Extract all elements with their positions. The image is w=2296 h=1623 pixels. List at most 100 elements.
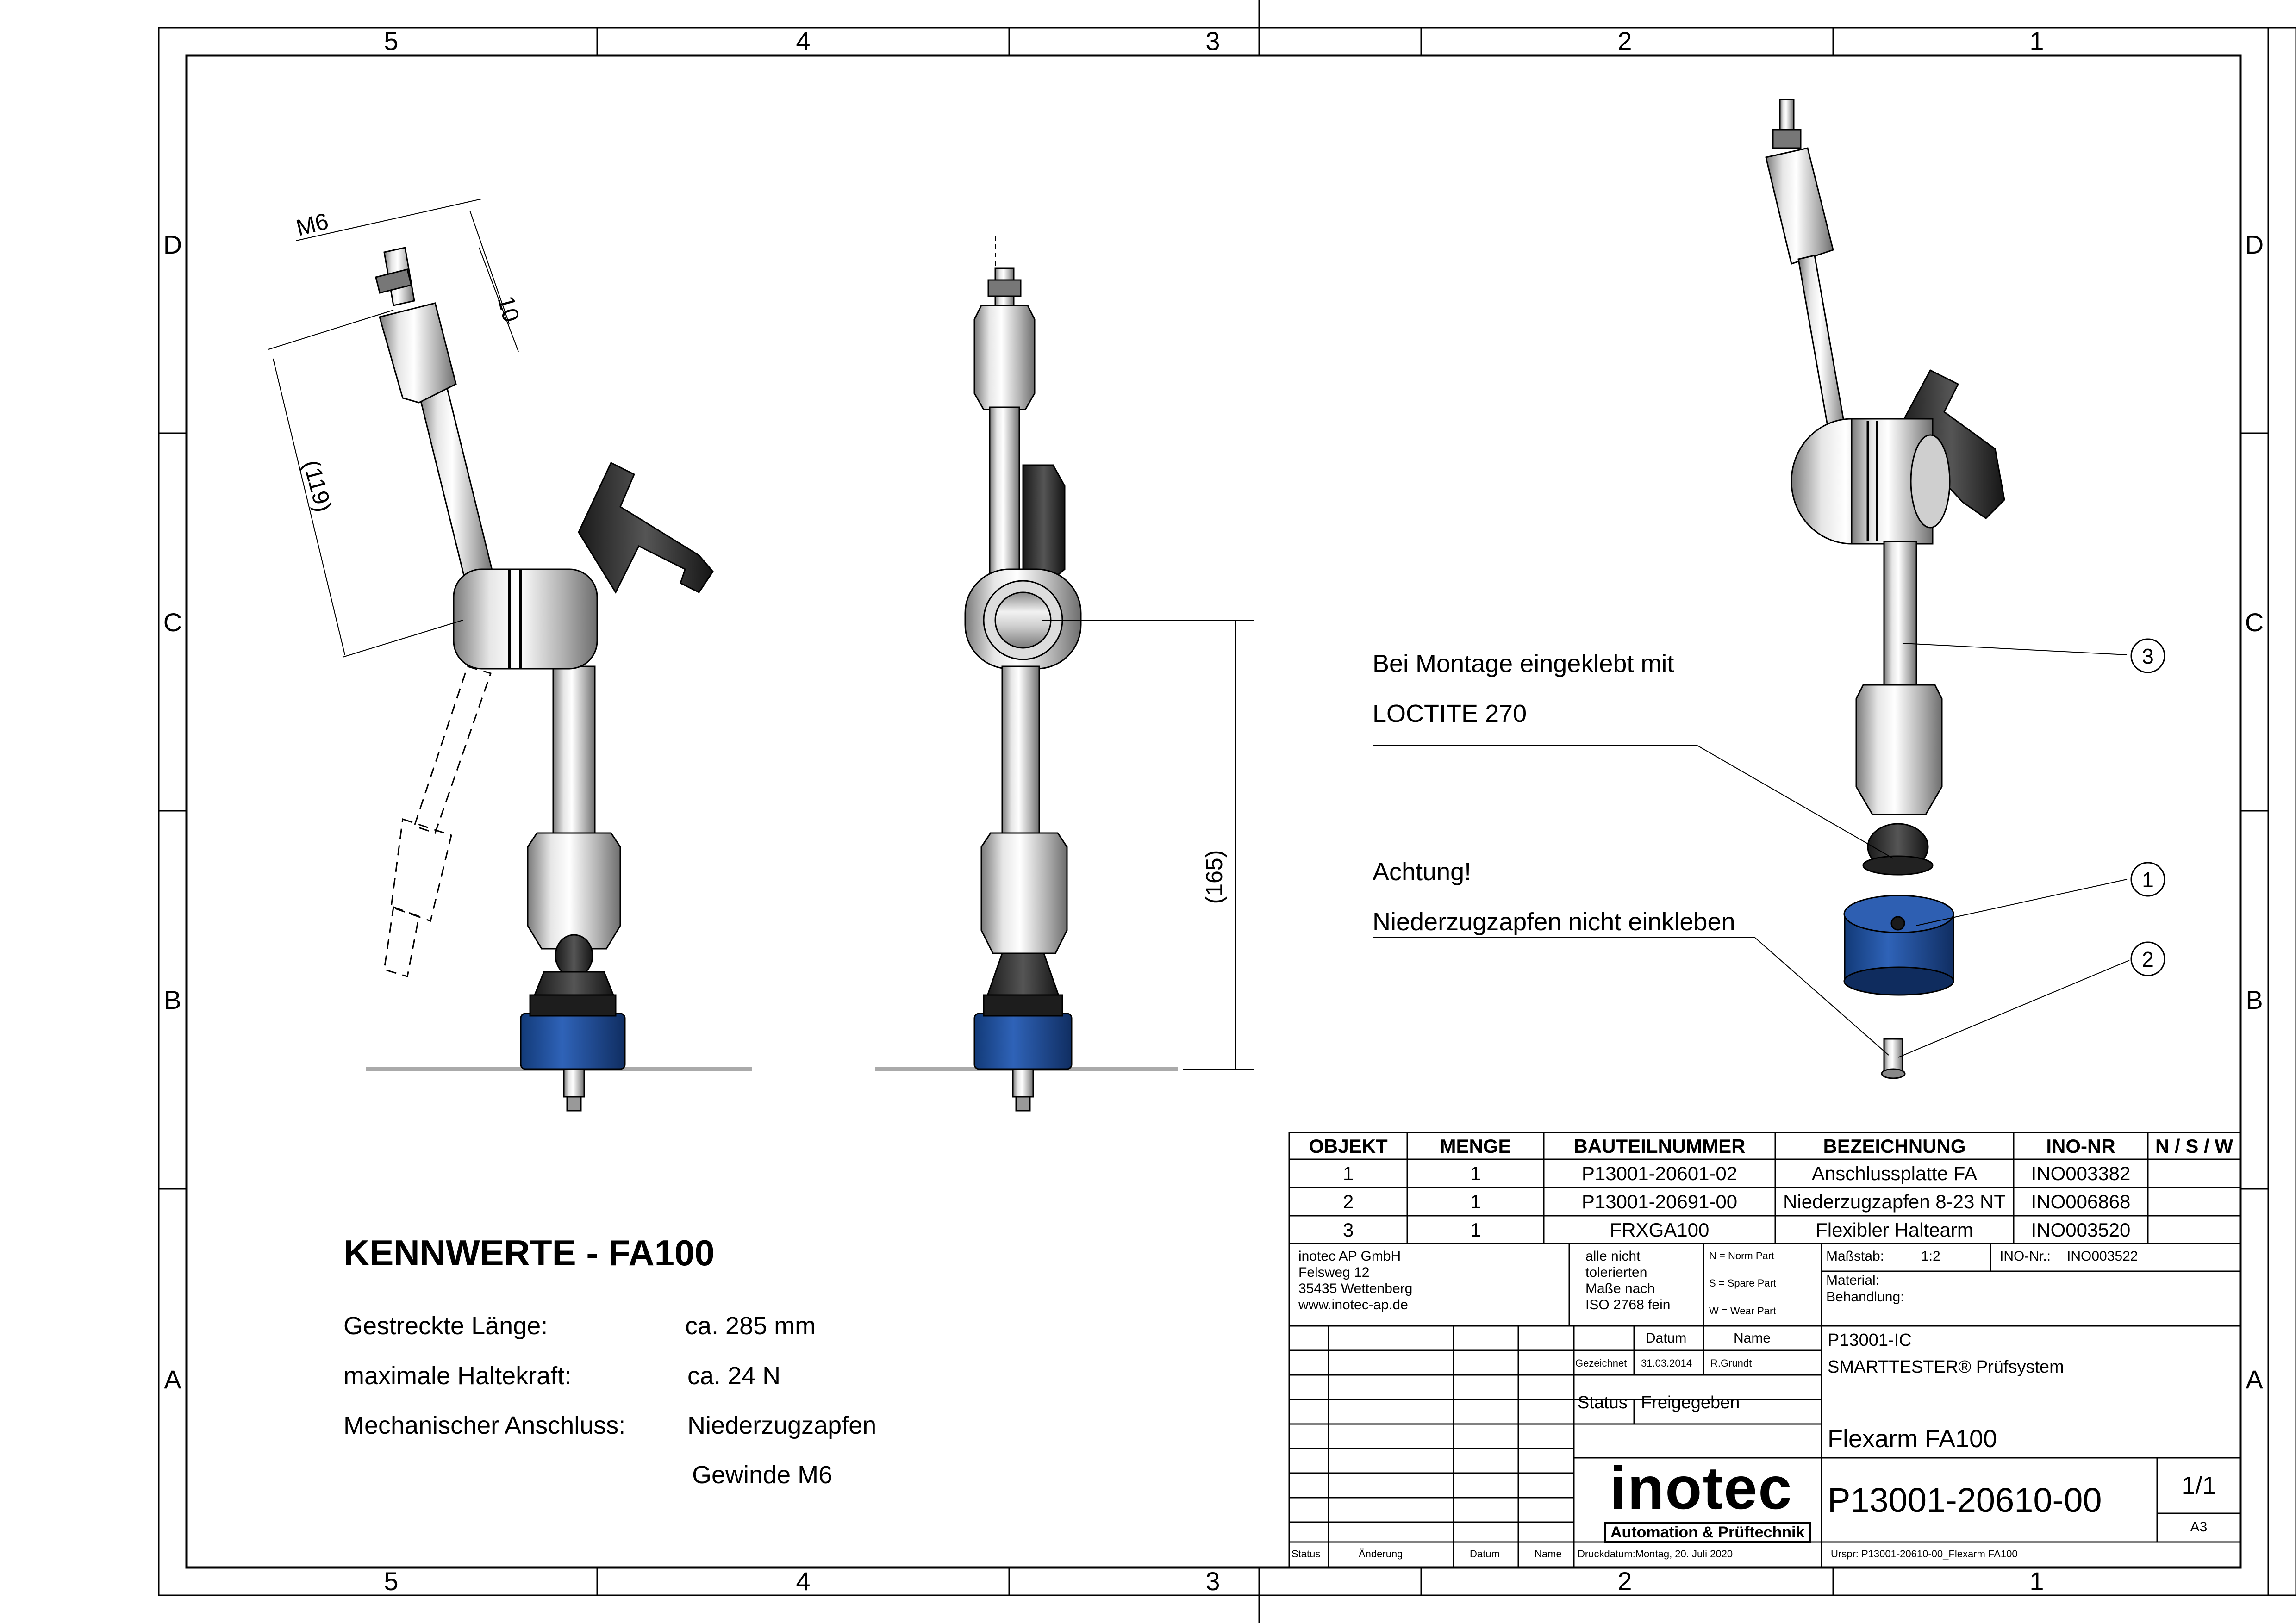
col-header-ino-nr: INO-NR bbox=[2046, 1135, 2115, 1157]
note-warning-line2: Niederzugzapfen nicht einkleben bbox=[1373, 908, 1735, 936]
system-name: SMARTTESTER® Prüfsystem bbox=[1828, 1357, 2064, 1377]
balloon-2: 2 bbox=[2142, 947, 2154, 971]
cell-ino-nr: INO006868 bbox=[2031, 1191, 2131, 1213]
note-warning-line1: Achtung! bbox=[1373, 858, 1472, 886]
balloon-3: 3 bbox=[2142, 644, 2154, 668]
kennwerte-value: ca. 24 N bbox=[687, 1362, 781, 1390]
cell-menge: 1 bbox=[1470, 1219, 1481, 1241]
col-label-bottom: 5 bbox=[384, 1567, 398, 1596]
project-number: P13001-IC bbox=[1828, 1331, 1912, 1350]
note-glue-line1: Bei Montage eingeklebt mit bbox=[1373, 650, 1674, 678]
balloon-labels: 1 2 3 bbox=[2142, 644, 2154, 971]
drawing-title: Flexarm FA100 bbox=[1828, 1425, 1997, 1453]
col-label-top: 1 bbox=[2029, 26, 2044, 56]
scale-label: Maßstab: bbox=[1826, 1249, 1884, 1264]
scale-value: 1:2 bbox=[1921, 1249, 1940, 1264]
cell-objekt: 1 bbox=[1342, 1163, 1354, 1184]
drawn-name: R.Grundt bbox=[1710, 1357, 1752, 1369]
status-value: Freigegeben bbox=[1641, 1393, 1740, 1412]
zone-labels: 5 4 3 2 1 5 4 3 2 1 D C B A D C B A bbox=[163, 26, 2264, 1596]
datum-header: Datum bbox=[1646, 1331, 1687, 1346]
row-label-left: C bbox=[163, 608, 182, 637]
cell-bauteilnummer: P13001-20691-00 bbox=[1581, 1191, 1738, 1213]
kennwerte-label: maximale Haltekraft: bbox=[343, 1362, 572, 1390]
view-side bbox=[875, 236, 1254, 1112]
ino-label: INO-Nr.: bbox=[2000, 1249, 2051, 1264]
company-street: Felsweg 12 bbox=[1298, 1265, 1370, 1280]
cell-objekt: 3 bbox=[1342, 1219, 1354, 1241]
col-header-nsw: N / S / W bbox=[2155, 1135, 2233, 1157]
cell-ino-nr: INO003520 bbox=[2031, 1219, 2131, 1241]
tolerance-line: ISO 2768 fein bbox=[1585, 1297, 1671, 1312]
col-header-objekt: OBJEKT bbox=[1309, 1135, 1388, 1157]
rev-header-datum: Datum bbox=[1470, 1548, 1500, 1560]
company-web: www.inotec-ap.de bbox=[1298, 1297, 1408, 1312]
cell-objekt: 2 bbox=[1342, 1191, 1354, 1213]
rev-header-aenderung: Änderung bbox=[1359, 1548, 1403, 1560]
sheet-frame bbox=[158, 0, 2296, 1623]
company-name: inotec AP GmbH bbox=[1298, 1249, 1401, 1264]
cell-ino-nr: INO003382 bbox=[2031, 1163, 2131, 1184]
balloon-1: 1 bbox=[2142, 868, 2154, 892]
material-label: Material: bbox=[1826, 1273, 1880, 1288]
logo-tagline: Automation & Prüftechnik bbox=[1604, 1522, 1811, 1543]
cell-bauteilnummer: P13001-20601-02 bbox=[1581, 1163, 1738, 1184]
company-city: 35435 Wettenberg bbox=[1298, 1281, 1413, 1296]
cell-menge: 1 bbox=[1470, 1163, 1481, 1184]
part-type-norm: N = Norm Part bbox=[1709, 1250, 1775, 1262]
cell-menge: 1 bbox=[1470, 1191, 1481, 1213]
cell-bezeichnung: Niederzugzapfen 8-23 NT bbox=[1783, 1191, 2006, 1213]
drawn-date: 31.03.2014 bbox=[1641, 1357, 1692, 1369]
sheet-number: 1/1 bbox=[2181, 1472, 2216, 1499]
note-glue-line2: LOCTITE 270 bbox=[1373, 700, 1527, 728]
col-label-top: 3 bbox=[1205, 26, 1220, 56]
kennwerte-value: Niederzugzapfen bbox=[687, 1412, 877, 1439]
row-label-left: B bbox=[164, 985, 181, 1014]
col-label-top: 5 bbox=[384, 26, 398, 56]
view-front-angled bbox=[268, 199, 752, 1112]
treatment-label: Behandlung: bbox=[1826, 1289, 1904, 1305]
kennwerte-value: Gewinde M6 bbox=[692, 1461, 833, 1489]
tolerance-line: Maße nach bbox=[1585, 1281, 1655, 1296]
ino-value: INO003522 bbox=[2067, 1249, 2138, 1264]
tolerance-line: tolerierten bbox=[1585, 1265, 1647, 1280]
dim-thread: M6 bbox=[293, 208, 331, 241]
cell-bezeichnung: Anschlussplatte FA bbox=[1811, 1163, 1978, 1184]
row-label-right: A bbox=[2246, 1365, 2263, 1394]
col-label-bottom: 4 bbox=[796, 1567, 810, 1596]
tolerance-line: alle nicht bbox=[1585, 1249, 1641, 1264]
rev-header-name: Name bbox=[1535, 1548, 1562, 1560]
col-label-bottom: 1 bbox=[2029, 1567, 2044, 1596]
name-header: Name bbox=[1734, 1331, 1771, 1346]
col-label-top: 4 bbox=[796, 26, 810, 56]
kennwerte-label: Mechanischer Anschluss: bbox=[343, 1412, 626, 1439]
logo-wordmark: inotec bbox=[1610, 1454, 1793, 1522]
paper-format: A3 bbox=[2190, 1519, 2208, 1535]
kennwerte-title: KENNWERTE - FA100 bbox=[343, 1232, 715, 1273]
dim-thread-length: 10 bbox=[493, 293, 524, 324]
col-label-top: 2 bbox=[1617, 26, 1632, 56]
row-label-left: A bbox=[164, 1365, 181, 1394]
kennwerte-value: ca. 285 mm bbox=[685, 1312, 816, 1340]
row-label-left: D bbox=[163, 230, 182, 259]
col-header-bezeichnung: BEZEICHNUNG bbox=[1823, 1135, 1966, 1157]
row-label-right: C bbox=[2245, 608, 2264, 637]
col-label-bottom: 3 bbox=[1205, 1567, 1220, 1596]
col-header-menge: MENGE bbox=[1440, 1135, 1511, 1157]
col-label-bottom: 2 bbox=[1617, 1567, 1632, 1596]
row-label-right: D bbox=[2245, 230, 2264, 259]
origin-file: Urspr: P13001-20610-00_Flexarm FA100 bbox=[1831, 1548, 2018, 1560]
dim-height: (165) bbox=[1201, 850, 1227, 904]
rev-header-status: Status bbox=[1292, 1548, 1321, 1560]
drawn-label: Gezeichnet bbox=[1575, 1357, 1627, 1369]
part-type-wear: W = Wear Part bbox=[1709, 1305, 1776, 1317]
cell-bezeichnung: Flexibler Haltearm bbox=[1816, 1219, 1973, 1241]
print-date: Druckdatum:Montag, 20. Juli 2020 bbox=[1578, 1548, 1733, 1560]
parts-list-grid bbox=[1288, 1132, 2241, 1244]
part-type-spare: S = Spare Part bbox=[1709, 1277, 1776, 1289]
view-isometric bbox=[1373, 99, 2165, 1079]
cell-bauteilnummer: FRXGA100 bbox=[1610, 1219, 1710, 1241]
drawing-number: P13001-20610-00 bbox=[1828, 1481, 2102, 1519]
col-header-bauteilnummer: BAUTEILNUMMER bbox=[1573, 1135, 1746, 1157]
